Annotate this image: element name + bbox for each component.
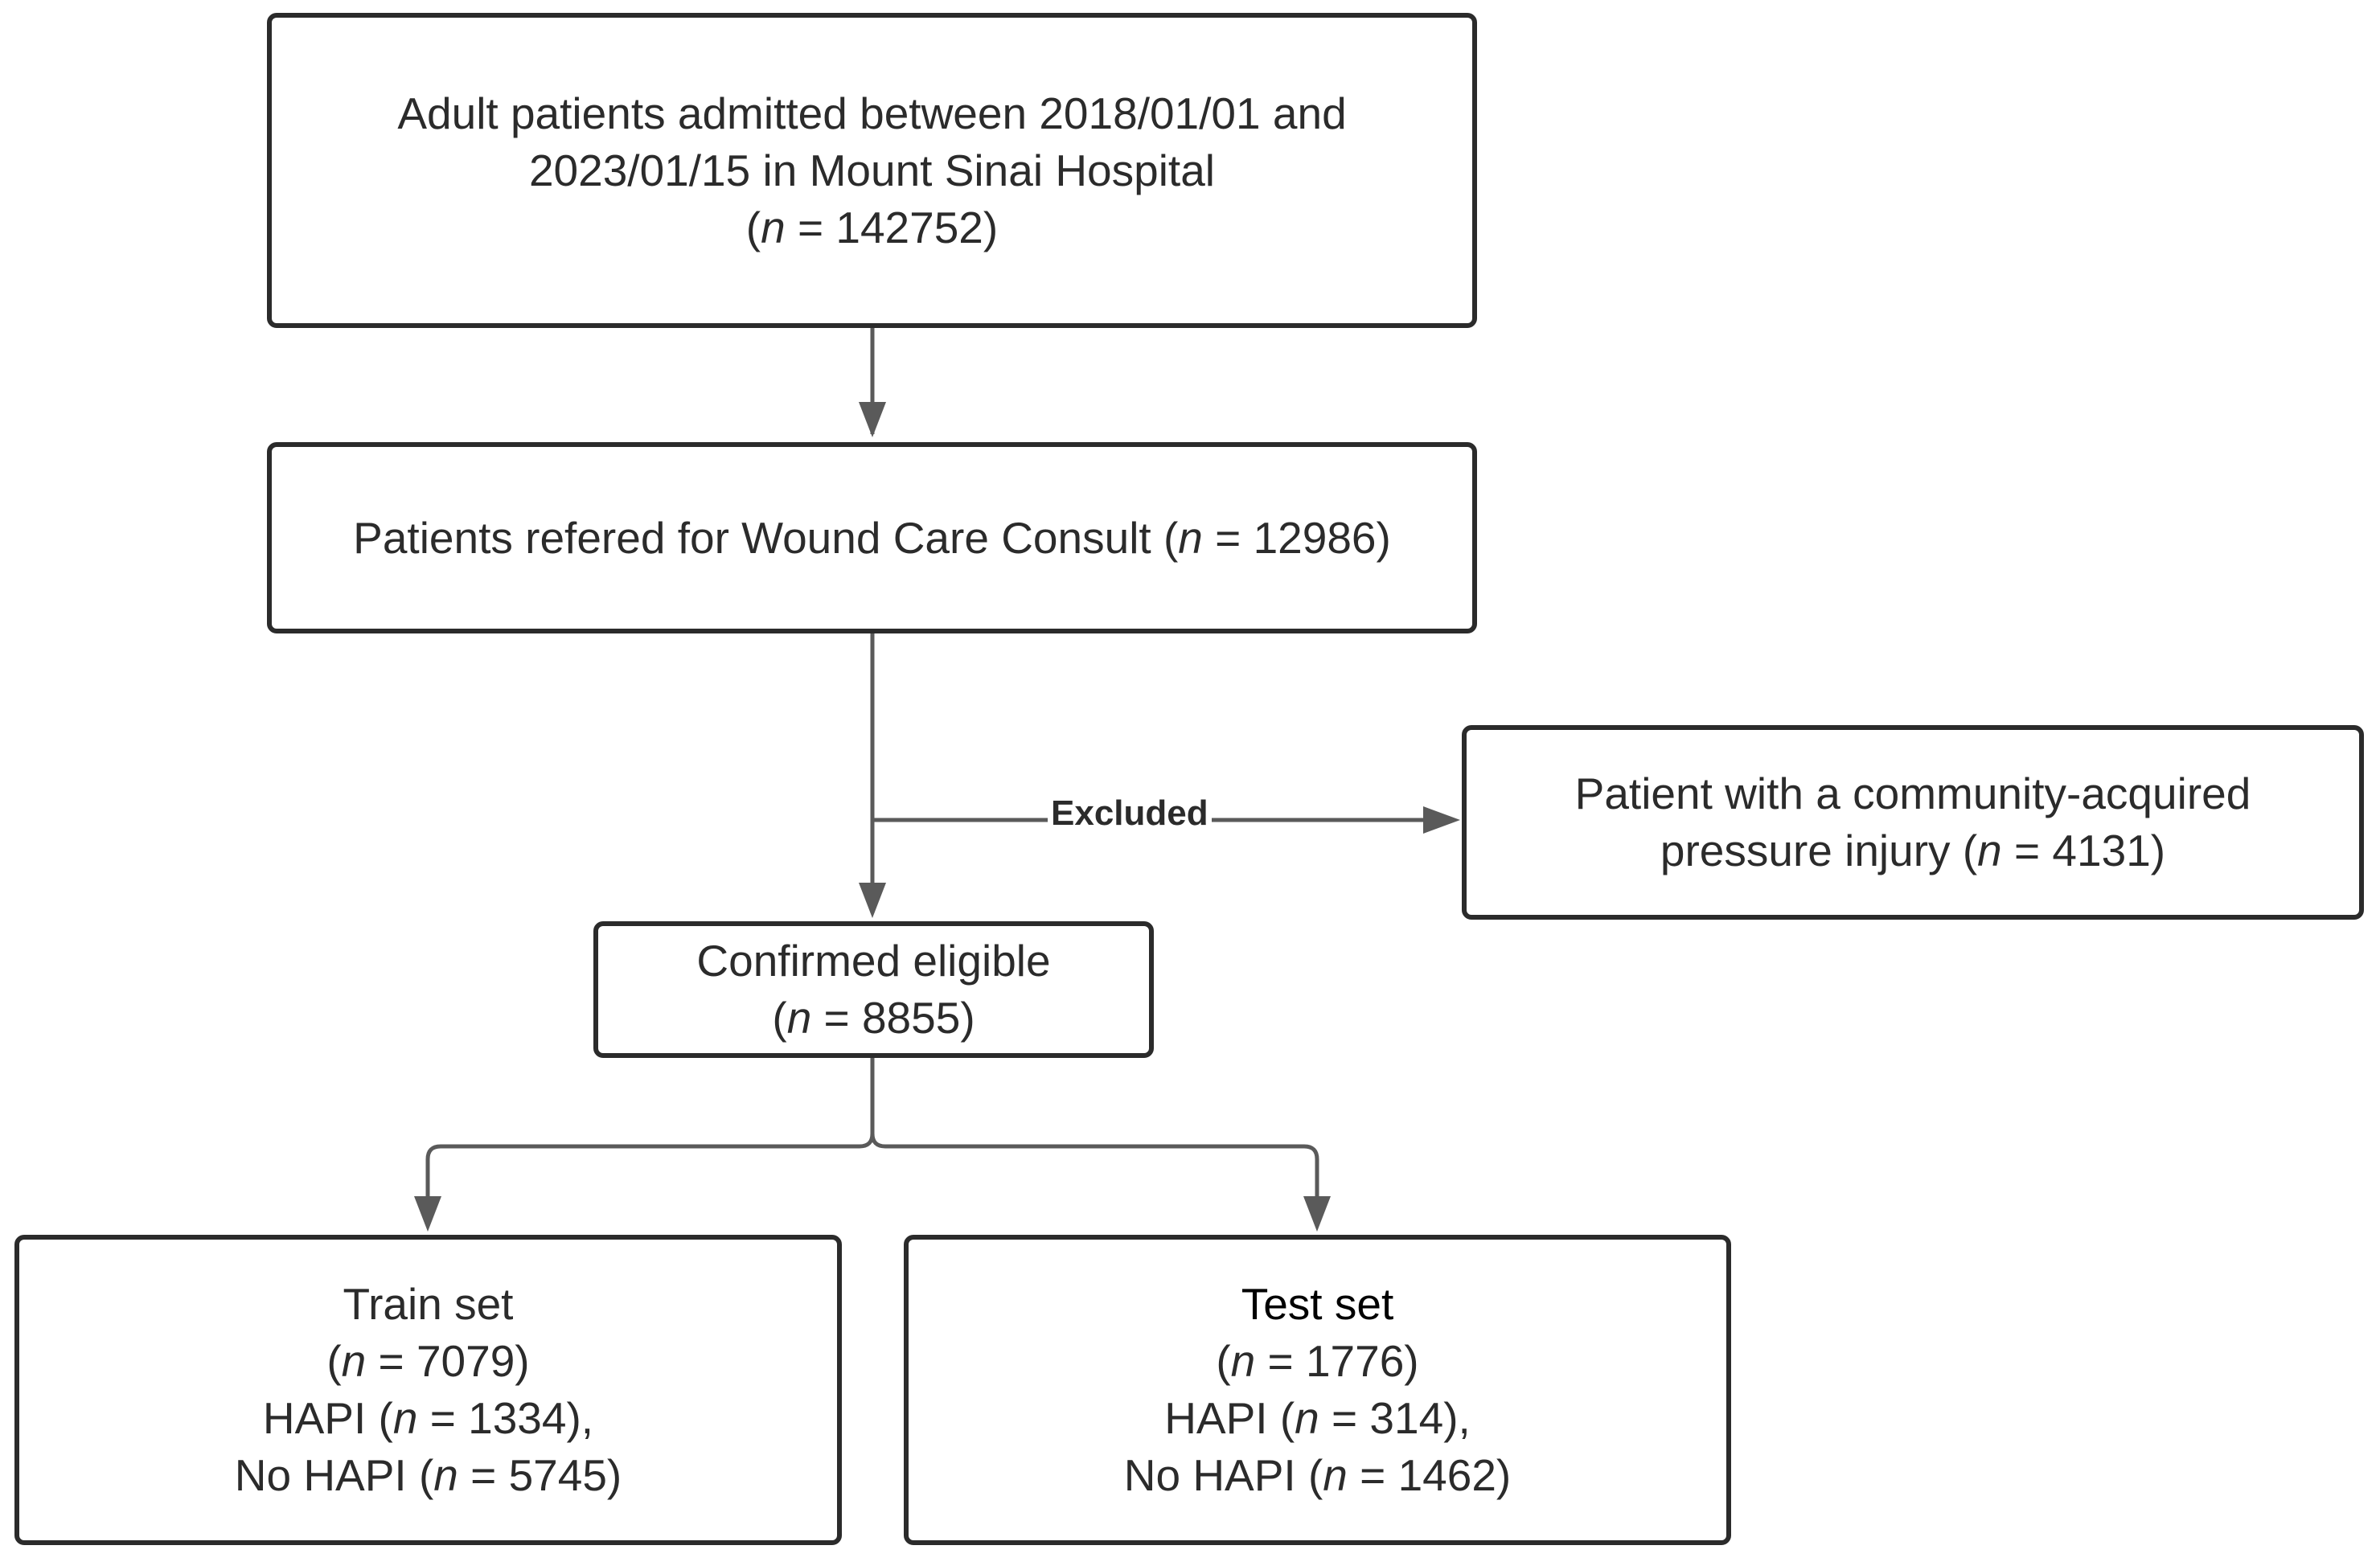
train-hapi: HAPI (n = 1334), [235,1390,622,1447]
train-title: Train set [343,1279,514,1329]
excluded-text: Patient with a community-acquired pressu… [1575,765,2251,879]
train-n-symbol: n [341,1336,367,1386]
referred-text: Patients refered for Wound Care Consult … [353,510,1391,567]
train-hapi-symbol: n [392,1393,418,1443]
arrowhead-eligible [859,883,886,918]
arrowhead-referred [859,402,886,437]
referred-n-symbol: n [1178,512,1203,563]
excluded-n-symbol: n [1977,826,2002,875]
box-train-set: Train set (n = 7079) HAPI (n = 1334), No… [14,1235,842,1545]
admitted-line1: Adult patients admitted between 2018/01/… [397,88,1347,138]
test-title: Test set [1241,1279,1394,1329]
box-test-set: Test set (n = 1776) HAPI (n = 314), No H… [904,1235,1731,1545]
arrow-eligible-split [425,1058,875,1198]
box-eligible: Confirmed eligible (n = 8855) [593,921,1154,1058]
train-nohapi-pre: No HAPI ( [234,1450,434,1500]
eligible-text: Confirmed eligible (n = 8855) [696,933,1050,1047]
train-nohapi-symbol: n [433,1450,458,1500]
test-n-value: = 1776) [1255,1336,1419,1386]
admitted-line2: 2023/01/15 in Mount Sinai Hospital [528,145,1216,195]
excluded-line2-pre: pressure injury ( [1660,826,1978,875]
arrow-eligible-split-right [870,1133,1319,1198]
test-nohapi-pre: No HAPI ( [1123,1450,1323,1500]
test-count: (n = 1776) [1124,1333,1512,1390]
eligible-n-symbol: n [786,993,812,1043]
box-admitted: Adult patients admitted between 2018/01/… [267,13,1477,328]
train-nohapi-value: = 5745) [458,1450,622,1500]
admitted-n-symbol: n [761,202,786,252]
excluded-line2: pressure injury (n = 4131) [1575,822,2251,879]
test-nohapi-value: = 1462) [1347,1450,1512,1500]
admitted-text: Adult patients admitted between 2018/01/… [397,85,1346,256]
train-nohapi: No HAPI (n = 5745) [235,1447,622,1504]
test-n-open: ( [1216,1336,1231,1386]
test-hapi-value: = 314), [1319,1393,1471,1443]
excluded-label: Excluded [1048,793,1212,834]
test-hapi-symbol: n [1295,1393,1319,1443]
train-count: (n = 7079) [235,1333,622,1390]
admitted-n-open: ( [745,202,761,252]
test-hapi-pre: HAPI ( [1164,1393,1295,1443]
excluded-line1: Patient with a community-acquired [1574,769,2251,818]
admitted-n-value: = 142752) [785,202,999,252]
arrowhead-excluded [1423,806,1460,834]
test-text: Test set (n = 1776) HAPI (n = 314), No H… [1124,1276,1512,1504]
arrowhead-test [1303,1196,1331,1232]
train-n-open: ( [326,1336,342,1386]
train-hapi-value: = 1334), [417,1393,594,1443]
train-n-value: = 7079) [366,1336,530,1386]
test-hapi: HAPI (n = 314), [1124,1390,1512,1447]
test-nohapi-symbol: n [1323,1450,1348,1500]
test-n-symbol: n [1230,1336,1256,1386]
test-nohapi: No HAPI (n = 1462) [1124,1447,1512,1504]
eligible-line1: Confirmed eligible [696,936,1051,986]
eligible-n-value: = 8855) [811,993,975,1043]
referred-label: Patients refered for Wound Care Consult … [353,512,1179,563]
admitted-count: (n = 142752) [397,199,1346,256]
excluded-n-value: = 4131) [2001,826,2166,875]
arrowhead-train [414,1196,441,1232]
eligible-count: (n = 8855) [696,990,1050,1047]
box-excluded: Patient with a community-acquired pressu… [1462,725,2364,920]
box-referred: Patients refered for Wound Care Consult … [267,442,1477,633]
eligible-n-open: ( [772,993,787,1043]
train-hapi-pre: HAPI ( [262,1393,393,1443]
referred-n-value: = 12986) [1202,512,1391,563]
train-text: Train set (n = 7079) HAPI (n = 1334), No… [235,1276,622,1504]
